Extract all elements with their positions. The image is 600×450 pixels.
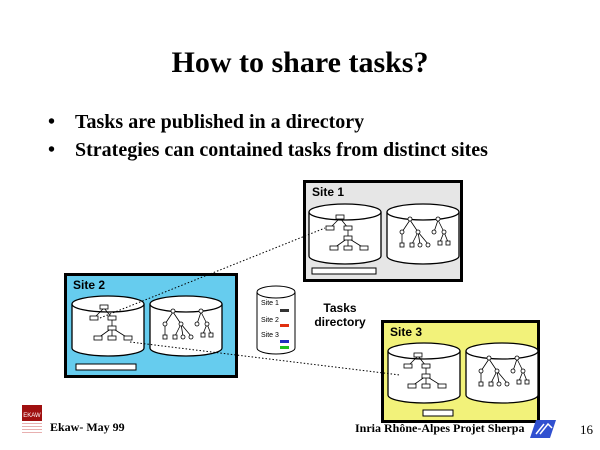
site-1-strategy-base [308,203,382,265]
bullet-item: • Tasks are published in a directory [48,110,545,134]
bullet-text: Strategies can contained tasks from dist… [75,139,488,161]
site-1-label: Site 1 [312,185,345,199]
bullet-item: • Strategies can contained tasks from dis… [48,138,545,162]
directory-entry-site-3: Site 3 [261,332,279,339]
site-3-strategy-base [387,342,461,404]
site-1-task-base [386,203,460,265]
bullet-list: • Tasks are published in a directory • Str… [48,110,545,166]
site-1-task-list [311,267,377,275]
site-3-task-list [422,409,454,417]
footer-event: Ekaw- May 99 [50,420,125,434]
site-2-label: Site 2 [73,278,106,292]
footer-institution: Inria Rhône-Alpes Projet Sherpa [355,421,525,435]
site-2-task-list [75,363,137,371]
directory-entry-site-2: Site 2 [261,317,279,324]
bullet-text: Tasks are published in a directory [75,111,365,133]
directory-entry-site-1: Site 1 [261,300,279,307]
slide-title: How to share tasks? [171,46,429,79]
site-3-label: Site 3 [390,325,423,339]
bullet-icon: • [48,111,56,133]
directory-label-line1: Tasks [323,301,357,315]
directory-cylinder: Site 1 Site 2 Site 3 [256,285,296,355]
ekaw-logo: EKAW [22,405,42,435]
site-2-task-base [149,295,223,357]
inria-logo-icon [530,420,556,438]
directory-label-line2: directory [314,315,366,329]
bullet-icon: • [48,139,56,161]
site-3-task-base [465,342,539,404]
page-number: 16 [580,422,593,437]
